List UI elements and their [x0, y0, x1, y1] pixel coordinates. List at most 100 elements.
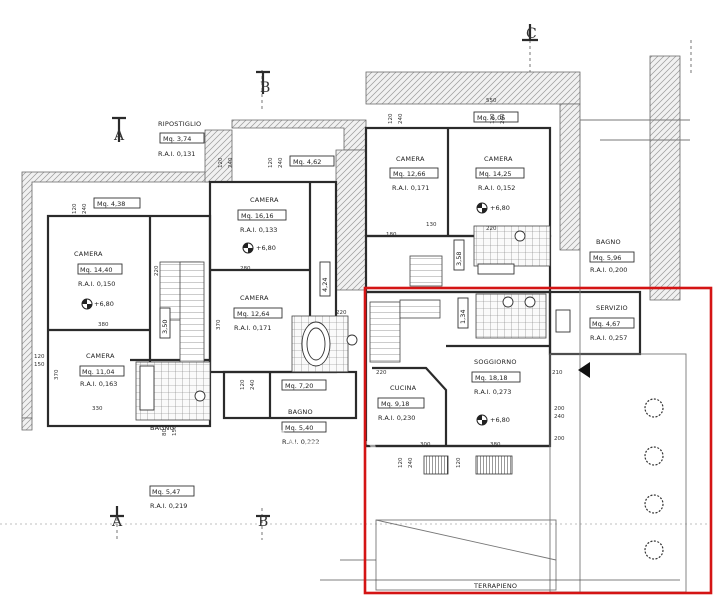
room-label-ripostiglio: RIPOSTIGLIO: [158, 120, 201, 128]
shrub-icon: [644, 398, 664, 418]
dimension-label: 130: [426, 222, 437, 228]
area-label: 3,58: [455, 252, 463, 266]
dimension-label: 370: [216, 319, 222, 330]
room-rai-bagno: R.A.I. 0,222: [282, 438, 319, 446]
room-rai-camera: R.A.I. 0,150: [78, 280, 115, 288]
room-area-camera: Mq. 16,16: [241, 212, 273, 220]
room-label-servizio: SERVIZIO: [596, 304, 628, 312]
room-label-cucina: CUCINA: [390, 384, 417, 392]
shrub-icon: [644, 446, 664, 466]
level-label: +6,80: [256, 244, 276, 252]
dimension-label: 200: [554, 436, 565, 442]
shrub-icon: [644, 540, 664, 560]
room-area-camera: Mq. 14,25: [479, 170, 511, 178]
roof-overhangs: [21, 55, 681, 431]
dimension-label: 240: [82, 203, 88, 214]
dimension-label: 120: [218, 157, 224, 168]
dimension-label: 120: [240, 379, 246, 390]
dimension-label: 550: [486, 98, 497, 104]
room-area-camera: Mq. 14,40: [80, 266, 112, 274]
dimension-label: 120: [388, 113, 394, 124]
level-label: +6,80: [490, 204, 510, 212]
room-rai-servizio: R.A.I. 0,257: [590, 334, 627, 342]
dimension-labels: 550 120 240 120 240 130 180 220 120 240 …: [34, 98, 565, 468]
watermark: casa: [259, 426, 378, 466]
dimension-label: 150: [172, 425, 178, 436]
section-marker-a-bottom: A: [111, 514, 123, 530]
level-label: +6,80: [490, 416, 510, 424]
room-rai-ripostiglio: R.A.I. 0,131: [158, 150, 195, 158]
dimension-label: 80: [162, 429, 168, 436]
section-marker-c-top: C: [526, 26, 537, 42]
area-label: 4,24: [321, 278, 329, 292]
room-area-bagno: Mq. 5,96: [593, 254, 621, 262]
room-label-camera: CAMERA: [86, 352, 115, 360]
level-symbols: [81, 202, 488, 426]
dimension-label: 220: [376, 370, 387, 376]
section-markers: A A B B C: [110, 24, 538, 530]
entrance-arrow-icon: [578, 362, 590, 378]
room-label-camera: CAMERA: [240, 294, 269, 302]
dimension-label: 180: [386, 232, 397, 238]
room-area-bagno: Mq. 5,47: [152, 488, 180, 496]
dimension-label: 240: [250, 379, 256, 390]
room-rai-camera: R.A.I. 0,171: [234, 324, 271, 332]
area-label: Mq. 4,62: [293, 158, 321, 166]
fixtures: [139, 230, 571, 411]
dimension-label: 120: [456, 457, 462, 468]
area-label: 1,34: [459, 310, 467, 324]
dimension-label: 240: [398, 113, 404, 124]
dimension-label: 280: [240, 266, 251, 272]
dimension-label: 120: [490, 113, 496, 124]
room-rai-cucina: R.A.I. 0,230: [378, 414, 415, 422]
area-label: Mq. 7,20: [285, 382, 313, 390]
dimension-label: 370: [54, 369, 60, 380]
section-marker-b-top: B: [260, 80, 270, 96]
room-label-bagno: BAGNO: [150, 424, 175, 432]
room-label-camera: CAMERA: [74, 250, 103, 258]
dimension-label: 330: [92, 406, 103, 412]
room-rai-camera: R.A.I. 0,152: [478, 184, 515, 192]
room-area-camera: Mq. 12,64: [237, 310, 269, 318]
dimension-label: 240: [408, 457, 414, 468]
room-rai-camera: R.A.I. 0,171: [392, 184, 429, 192]
dimension-label: 120: [398, 457, 404, 468]
dimension-label: 120: [268, 157, 274, 168]
room-area-camera: Mq. 12,66: [393, 170, 425, 178]
dimension-label: 240: [500, 113, 506, 124]
room-labels: RIPOSTIGLIO Mq. 3,74 R.A.I. 0,131 CAMERA…: [74, 120, 635, 510]
dimension-label: 220: [154, 265, 160, 276]
room-label-camera: CAMERA: [484, 155, 513, 163]
shrubs: [644, 398, 664, 560]
room-label-bagno: BAGNO: [288, 408, 313, 416]
window-grates: [423, 455, 513, 475]
room-label-camera: CAMERA: [250, 196, 279, 204]
small-area-labels: Mq. 4,38 Mq. 4,62 Mq. 6,05 Mq. 7,20 4,24…: [93, 111, 519, 391]
room-area-cucina: Mq. 9,18: [381, 400, 409, 408]
level-label: +6,80: [94, 300, 114, 308]
room-area-ripostiglio: Mq. 3,74: [163, 135, 191, 143]
dimension-label: 240: [554, 414, 565, 420]
room-label-soggiorno: SOGGIORNO: [474, 358, 517, 366]
dimension-label: 220: [486, 226, 497, 232]
room-rai-camera: R.A.I. 0,163: [80, 380, 117, 388]
room-area-servizio: Mq. 4,67: [592, 320, 620, 328]
house-logo-icon: [259, 426, 297, 465]
dimension-label: 210: [552, 370, 563, 376]
dimension-label: 240: [278, 157, 284, 168]
dimension-label: 120: [72, 203, 78, 214]
section-marker-b-bottom: B: [258, 514, 268, 530]
room-rai-camera: R.A.I. 0,133: [240, 226, 277, 234]
room-area-camera: Mq. 11,04: [82, 368, 114, 376]
dimension-label: 150: [34, 362, 45, 368]
dimension-label: 220: [336, 310, 347, 316]
room-label-camera: CAMERA: [396, 155, 425, 163]
area-label: Mq. 6,05: [477, 114, 505, 122]
area-label: 3,50: [161, 320, 169, 334]
room-rai-soggiorno: R.A.I. 0,273: [474, 388, 511, 396]
room-area-bagno: Mq. 5,40: [285, 424, 313, 432]
dimension-label: 300: [420, 442, 431, 448]
room-rai-bagno: R.A.I. 0,200: [590, 266, 627, 274]
room-rai-bagno: R.A.I. 0,219: [150, 502, 187, 510]
